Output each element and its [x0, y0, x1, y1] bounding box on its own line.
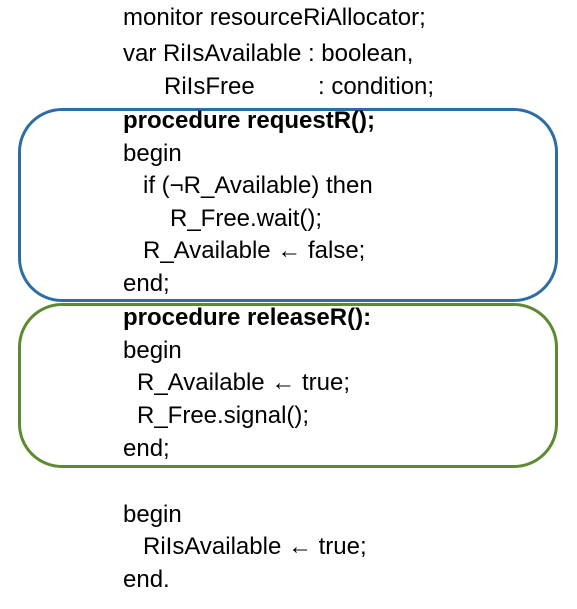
request-wait-call: R_Free.wait();	[170, 205, 323, 232]
init-end: end.	[123, 566, 170, 593]
release-signal-call: R_Free.signal();	[137, 402, 310, 429]
request-procedure-header: procedure requestR();	[123, 107, 376, 134]
condition-var-name: RiIsFree	[164, 73, 255, 100]
request-procedure-box	[18, 108, 558, 302]
request-begin: begin	[123, 140, 182, 167]
request-assign-false: R_Available ← false;	[143, 237, 366, 264]
release-end: end;	[123, 435, 170, 462]
release-begin: begin	[123, 337, 182, 364]
release-procedure-box	[18, 303, 558, 468]
var-declaration: var RiIsAvailable : boolean,	[123, 40, 414, 67]
request-end: end;	[123, 270, 170, 297]
init-assign-true: RiIsAvailable ← true;	[143, 533, 367, 560]
request-if-statement: if (¬R_Available) then	[143, 172, 373, 199]
monitor-declaration: monitor resourceRiAllocator;	[123, 4, 426, 31]
release-assign-true: R_Available ← true;	[137, 369, 350, 396]
init-begin: begin	[123, 501, 182, 528]
release-procedure-header: procedure releaseR():	[123, 304, 372, 331]
condition-var-type: : condition;	[318, 73, 435, 100]
